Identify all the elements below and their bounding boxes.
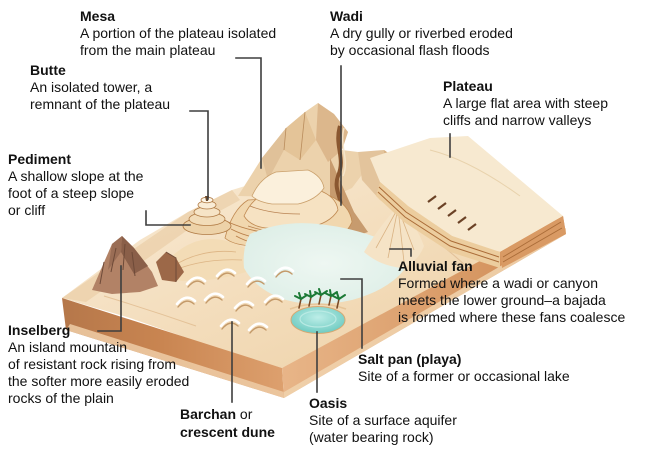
leader-lines (97, 57, 451, 403)
mesa-leader-line (235, 57, 262, 169)
wadi-term: Wadi (330, 8, 363, 24)
barchan-term: Barchan (180, 406, 237, 422)
crescent-dune-term: crescent dune (180, 424, 275, 440)
label-barchan: Barchan or crescent dune (180, 406, 275, 440)
butte-term: Butte (30, 62, 66, 78)
plateau-term: Plateau (443, 78, 493, 94)
label-butte: Butte An isolated tower, a remnant of th… (30, 62, 171, 112)
label-oasis: Oasis Site of a surface aquifer (water b… (309, 395, 457, 445)
label-wadi: Wadi A dry gully or riverbed eroded by o… (330, 8, 513, 58)
label-mesa: Mesa A portion of the plateau isolated f… (80, 8, 277, 58)
label-pediment: Pediment A shallow slope at the foot of … (8, 151, 144, 218)
palm-tree-icon (294, 288, 346, 309)
salt-pan-leader-line (340, 278, 363, 349)
inselberg-leader-line (97, 265, 122, 332)
salt-pan-area (243, 223, 405, 304)
oasis-term: Oasis (309, 395, 348, 411)
plateau-slab (370, 136, 566, 268)
label-plateau: Plateau A large flat area with steep cli… (443, 78, 608, 128)
label-inselberg: Inselberg An island mountain of resistan… (8, 322, 190, 406)
inselberg-hill (92, 236, 184, 294)
alluvial-fan-leader-line (389, 248, 412, 257)
butte-leader-line (189, 110, 209, 200)
salt-pan-term: Salt pan (playa) (358, 351, 462, 367)
label-salt-pan: Salt pan (playa) Site of a former or occ… (358, 351, 570, 384)
alluvial-fan-term: Alluvial fan (398, 258, 473, 274)
pediment-leader-line (145, 210, 191, 226)
barchan-dunes (175, 266, 295, 334)
mesa-term: Mesa (80, 8, 116, 24)
inselberg-term: Inselberg (8, 322, 71, 338)
pediment-term: Pediment (8, 151, 72, 167)
oasis-pond (289, 288, 347, 334)
label-alluvial-fan: Alluvial fan Formed where a wadi or cany… (398, 258, 626, 325)
butte-tower (182, 196, 232, 235)
